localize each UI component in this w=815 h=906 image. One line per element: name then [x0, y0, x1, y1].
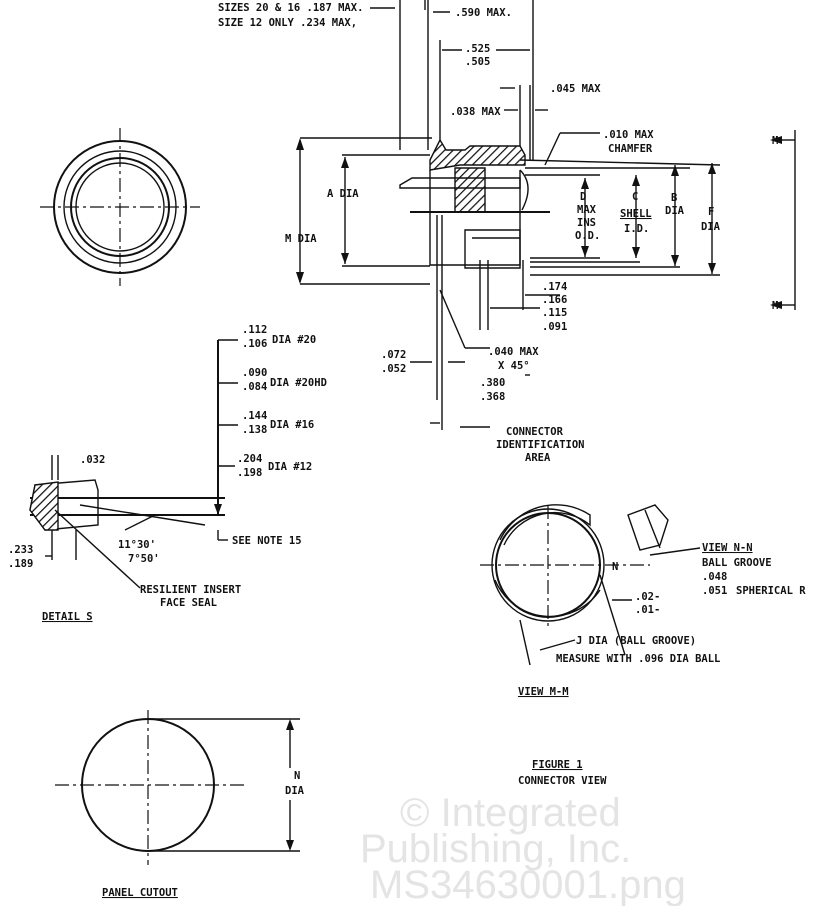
chamfer-label: .010 MAX	[603, 129, 654, 141]
angle-2: 7°50'	[128, 553, 160, 565]
front-view	[40, 128, 200, 286]
angle-1: 11°30'	[118, 539, 156, 551]
c-id: I.D.	[624, 223, 649, 235]
dim-505: .505	[465, 56, 490, 68]
dia-20: DIA #20	[272, 334, 316, 346]
dim-072: .072	[381, 349, 406, 361]
watermark-line-2: Publishing, Inc.	[360, 827, 631, 871]
dia-20hd: DIA #20HD	[270, 377, 327, 389]
dim-038: .038 MAX	[450, 106, 501, 118]
dia-12: DIA #12	[268, 461, 312, 473]
dim-112: .112	[242, 324, 267, 336]
dim-040: .040 MAX	[488, 346, 539, 358]
m-dia-label: M DIA	[285, 233, 317, 245]
detail-s-view	[29, 339, 238, 589]
view-mm	[480, 504, 701, 666]
dim-380: .380	[480, 377, 505, 389]
dim-189: .189	[8, 558, 33, 570]
dim-138: .138	[242, 424, 267, 436]
dim-233: .233	[8, 544, 33, 556]
spherical-r: SPHERICAL R	[736, 585, 806, 597]
watermark-line-1: © Integrated	[400, 791, 621, 835]
note-size-12: SIZE 12 ONLY .234 MAX,	[218, 17, 357, 29]
b-label: B	[671, 192, 677, 204]
c-shell: SHELL	[620, 208, 652, 220]
dim-368: .368	[480, 391, 505, 403]
section-n: N	[612, 561, 618, 573]
b-dia: DIA	[665, 205, 685, 217]
chamfer-label-2: CHAMFER	[608, 143, 653, 155]
a-dia-label: A DIA	[327, 188, 359, 200]
d-od: O.D.	[575, 230, 600, 242]
dim-048: .048	[702, 571, 727, 583]
panel-n: N	[294, 770, 300, 782]
connector-section-view	[299, 0, 796, 430]
see-note: SEE NOTE 15	[232, 535, 302, 547]
watermark: © Integrated Publishing, Inc. MS34630001…	[360, 791, 686, 906]
dim-106: .106	[242, 338, 267, 350]
dia-16: DIA #16	[270, 419, 314, 431]
conn-id-2: IDENTIFICATION	[496, 439, 585, 451]
section-m-top: M	[772, 135, 778, 147]
dim-045: .045 MAX	[550, 83, 601, 95]
dim-02: .02-	[635, 591, 660, 603]
panel-title: PANEL CUTOUT	[102, 887, 178, 899]
seal-label-2: FACE SEAL	[160, 597, 217, 609]
conn-id-1: CONNECTOR	[506, 426, 564, 438]
dim-091: .091	[542, 321, 567, 333]
seal-label-1: RESILIENT INSERT	[140, 584, 241, 596]
conn-id-3: AREA	[525, 452, 551, 464]
dim-115: .115	[542, 307, 567, 319]
section-m-bottom: M	[772, 300, 778, 312]
dim-144: .144	[242, 410, 267, 422]
dim-204: .204	[237, 453, 262, 465]
dim-084: .084	[242, 381, 267, 393]
measure-note: MEASURE WITH .096 DIA BALL	[556, 653, 720, 665]
d-label: D	[580, 191, 586, 203]
figure-title: FIGURE 1	[532, 759, 583, 771]
d-max: MAX	[577, 204, 597, 216]
dim-01: .01-	[635, 604, 660, 616]
dim-032: .032	[80, 454, 105, 466]
view-mm-title: VIEW M-M	[518, 686, 569, 698]
figure-subtitle: CONNECTOR VIEW	[518, 775, 607, 787]
d-ins: INS	[577, 217, 596, 229]
dim-590: .590 MAX.	[455, 7, 512, 19]
j-dia: J DIA (BALL GROOVE)	[576, 635, 696, 647]
view-nn-title: VIEW N-N	[702, 542, 753, 554]
f-label: F	[708, 206, 714, 218]
dim-198: .198	[237, 467, 262, 479]
f-dia: DIA	[701, 221, 721, 233]
panel-dia: DIA	[285, 785, 305, 797]
dim-x45: X 45°	[498, 360, 530, 372]
dim-051: .051	[702, 585, 727, 597]
dim-052: .052	[381, 363, 406, 375]
dim-174: .174	[542, 281, 567, 293]
dim-166: .166	[542, 294, 567, 306]
panel-cutout-view	[55, 710, 300, 865]
c-label: C	[632, 191, 638, 203]
note-sizes-20-16: SIZES 20 & 16 .187 MAX.	[218, 2, 363, 14]
arrowheads	[214, 136, 782, 851]
ball-groove: BALL GROOVE	[702, 557, 772, 569]
watermark-line-3: MS34630001.png	[370, 863, 686, 906]
detail-title: DETAIL S	[42, 611, 93, 623]
dim-090: .090	[242, 367, 267, 379]
dim-525: .525	[465, 43, 490, 55]
